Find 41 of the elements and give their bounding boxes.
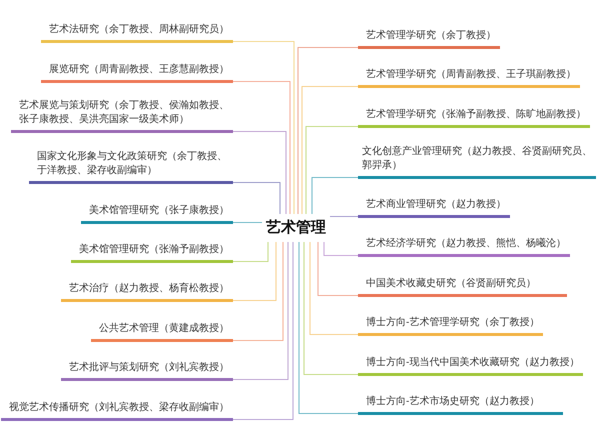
branch-topic: 艺术展览与策划研究（余丁教授、侯瀚如教授、张子康教授、吴洪亮国家一级美术师）: [11, 99, 233, 133]
branch-line: [232, 81, 290, 214]
branch-line: [232, 242, 268, 262]
branch-line: [306, 126, 358, 214]
branch-line: [304, 242, 358, 375]
branch-line: [232, 242, 284, 341]
branch-topic: 公共艺术管理（黄建成教授）: [91, 322, 233, 342]
branch-topic: 艺术治疗（赵力教授、杨育松教授）: [61, 282, 233, 302]
branch-topic: 展览研究（周青副教授、王彦慧副教授）: [41, 63, 233, 83]
branch-line: [312, 177, 358, 214]
branch-topic: 艺术批评与策划研究（刘礼宾教授）: [61, 361, 233, 381]
branch-line: [324, 242, 358, 256]
branch-line: [232, 242, 276, 301]
branch-topic: 艺术法研究（余丁教授、周林副研究员）: [41, 23, 233, 43]
branch-line: [232, 131, 286, 214]
branch-topic: 美术馆管理研究（张瀚予副教授）: [71, 243, 233, 263]
branch-topic: 中国美术收藏史研究（谷贤副研究员）: [358, 277, 567, 297]
branch-topic: 博士方向-艺术市场史研究（赵力教授）: [358, 395, 563, 415]
branch-topic: 文化创意产业管理研究（赵力教授、谷贤副研究员、郭羿承）: [358, 145, 596, 179]
branch-line: [232, 222, 262, 223]
branch-topic: 艺术管理学研究（余丁教授）: [358, 29, 500, 49]
branch-line: [232, 242, 288, 380]
branch-topic: 美术馆管理研究（张子康教授）: [81, 204, 233, 224]
branch-topic: 艺术经济学研究（赵力教授、熊恺、杨曦沦）: [358, 237, 570, 257]
branch-line: [232, 182, 280, 214]
branch-line: [298, 242, 358, 414]
branch-topic: 国家文化形象与文化政策研究（余丁教授、于洋教授、梁存收副编审）: [29, 150, 233, 184]
central-topic: 艺术管理: [262, 214, 330, 242]
branch-line: [232, 41, 294, 214]
branch-line: [318, 242, 358, 296]
branch-line: [232, 242, 294, 420]
branch-line: [302, 86, 358, 214]
branch-line: [310, 242, 358, 335]
branch-topic: 博士方向-现当代中国美术收藏研究（赵力教授）: [358, 356, 584, 376]
branch-topic: 艺术商业管理研究（赵力教授）: [358, 198, 510, 218]
branch-topic: 艺术管理学研究（周青副教授、王子琪副教授）: [358, 68, 580, 88]
branch-topic: 艺术管理学研究（张瀚予副教授、陈旷地副教授）: [358, 108, 590, 128]
branch-line: [330, 216, 358, 217]
branch-line: [298, 47, 358, 214]
branch-topic: 博士方向-艺术管理学研究（余丁教授）: [358, 316, 544, 336]
branch-topic: 视觉艺术传播研究（刘礼宾教授、梁存收副编审）: [1, 401, 233, 421]
